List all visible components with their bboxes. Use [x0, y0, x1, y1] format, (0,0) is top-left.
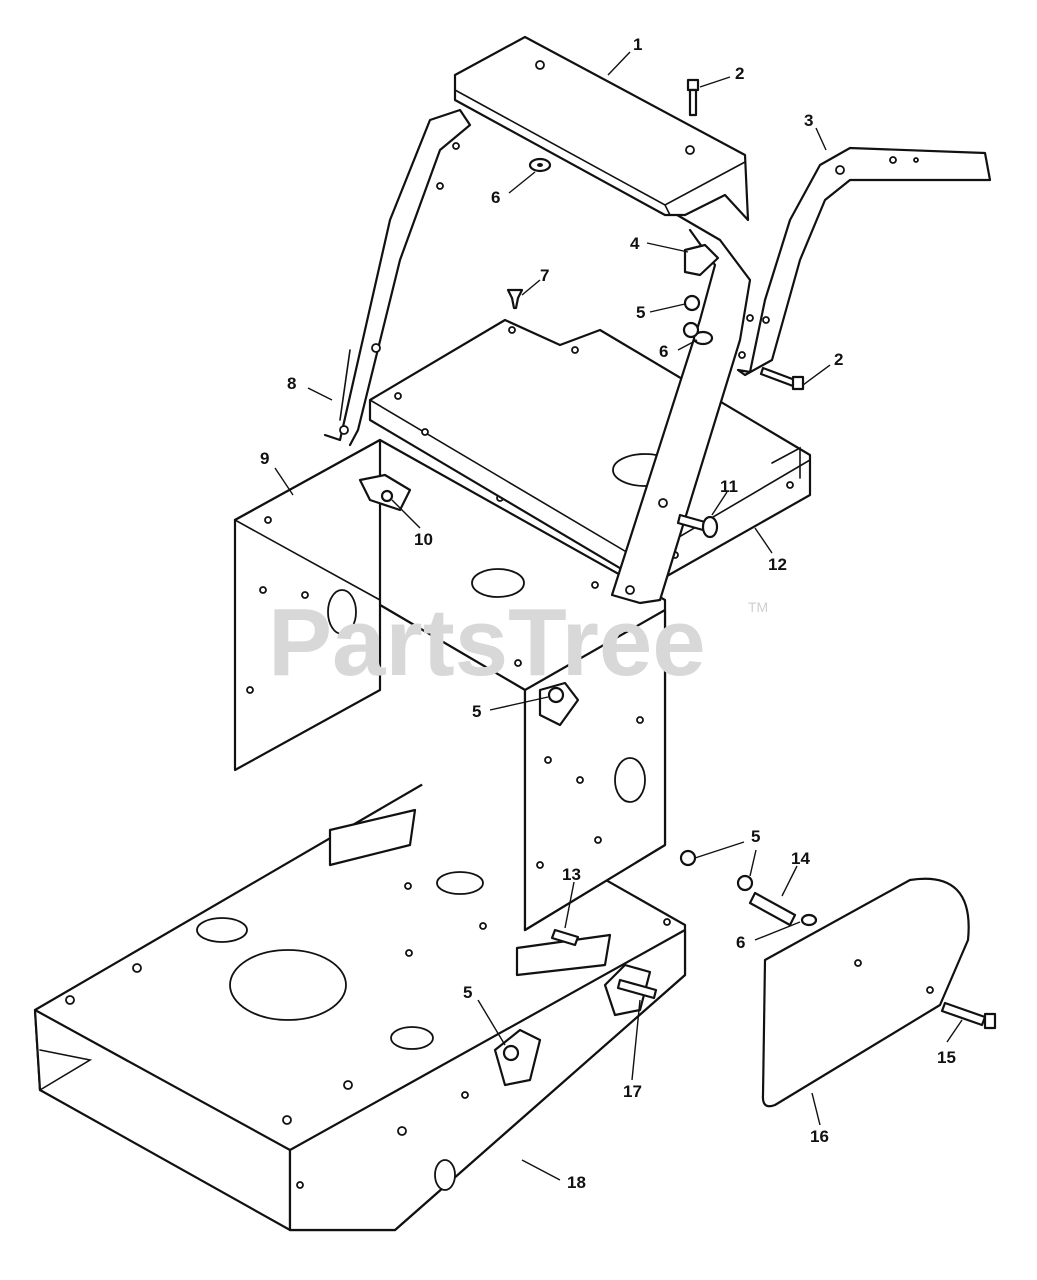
nut-5-d	[679, 849, 697, 867]
callout-17: 17	[623, 1082, 642, 1101]
callout-11: 11	[720, 477, 738, 496]
nut-5-e	[736, 874, 754, 892]
callout-5: 5	[463, 983, 472, 1002]
bracket-bolt-holes	[246, 494, 644, 869]
callout-labels: 1 2 3 6 4 7 5 6 8 2 9 10 11 12 5 5 5 14 …	[260, 35, 956, 1192]
callout-15: 15	[937, 1048, 956, 1067]
bolt-2-right	[759, 366, 805, 391]
callout-2: 2	[735, 64, 744, 83]
side-panel	[761, 877, 970, 1108]
bolt-15	[940, 1001, 997, 1030]
callout-5: 5	[636, 303, 645, 322]
callout-13: 13	[562, 865, 581, 884]
callout-5: 5	[751, 827, 760, 846]
nut-5-c	[547, 686, 565, 704]
washer-6-mid	[692, 330, 714, 346]
nut-5-b	[682, 321, 700, 339]
callout-5: 5	[472, 702, 481, 721]
callout-6: 6	[659, 342, 668, 361]
hardware	[380, 78, 997, 1087]
callout-2: 2	[834, 350, 843, 369]
console-top	[453, 35, 750, 222]
watermark-text: PartsTree	[268, 589, 706, 696]
clip-4	[683, 243, 720, 277]
callout-14: 14	[791, 849, 810, 868]
upper-plate-holes	[394, 326, 794, 559]
callout-10: 10	[414, 530, 433, 549]
callout-7: 7	[540, 266, 549, 285]
upper-plate	[368, 318, 812, 582]
callout-4: 4	[630, 234, 640, 253]
callout-18: 18	[567, 1173, 586, 1192]
control-handle	[736, 146, 992, 377]
watermark-trademark: TM	[748, 599, 768, 615]
bolt-2-top	[686, 78, 700, 117]
callout-8: 8	[287, 374, 296, 393]
handle-frame	[323, 108, 754, 605]
nut-5-a	[683, 294, 701, 312]
callout-3: 3	[804, 111, 813, 130]
callout-9: 9	[260, 449, 269, 468]
callout-12: 12	[768, 555, 787, 574]
bolt-10	[380, 489, 394, 503]
callout-6: 6	[491, 188, 500, 207]
callout-16: 16	[810, 1127, 829, 1146]
callout-1: 1	[633, 35, 642, 54]
callout-leaders	[274, 51, 963, 1181]
callout-6: 6	[736, 933, 745, 952]
washer-6-lower	[800, 913, 818, 927]
screw-7	[506, 288, 524, 310]
bolt-11	[676, 513, 719, 539]
pin-14	[748, 891, 797, 927]
bolt-13	[550, 928, 580, 947]
